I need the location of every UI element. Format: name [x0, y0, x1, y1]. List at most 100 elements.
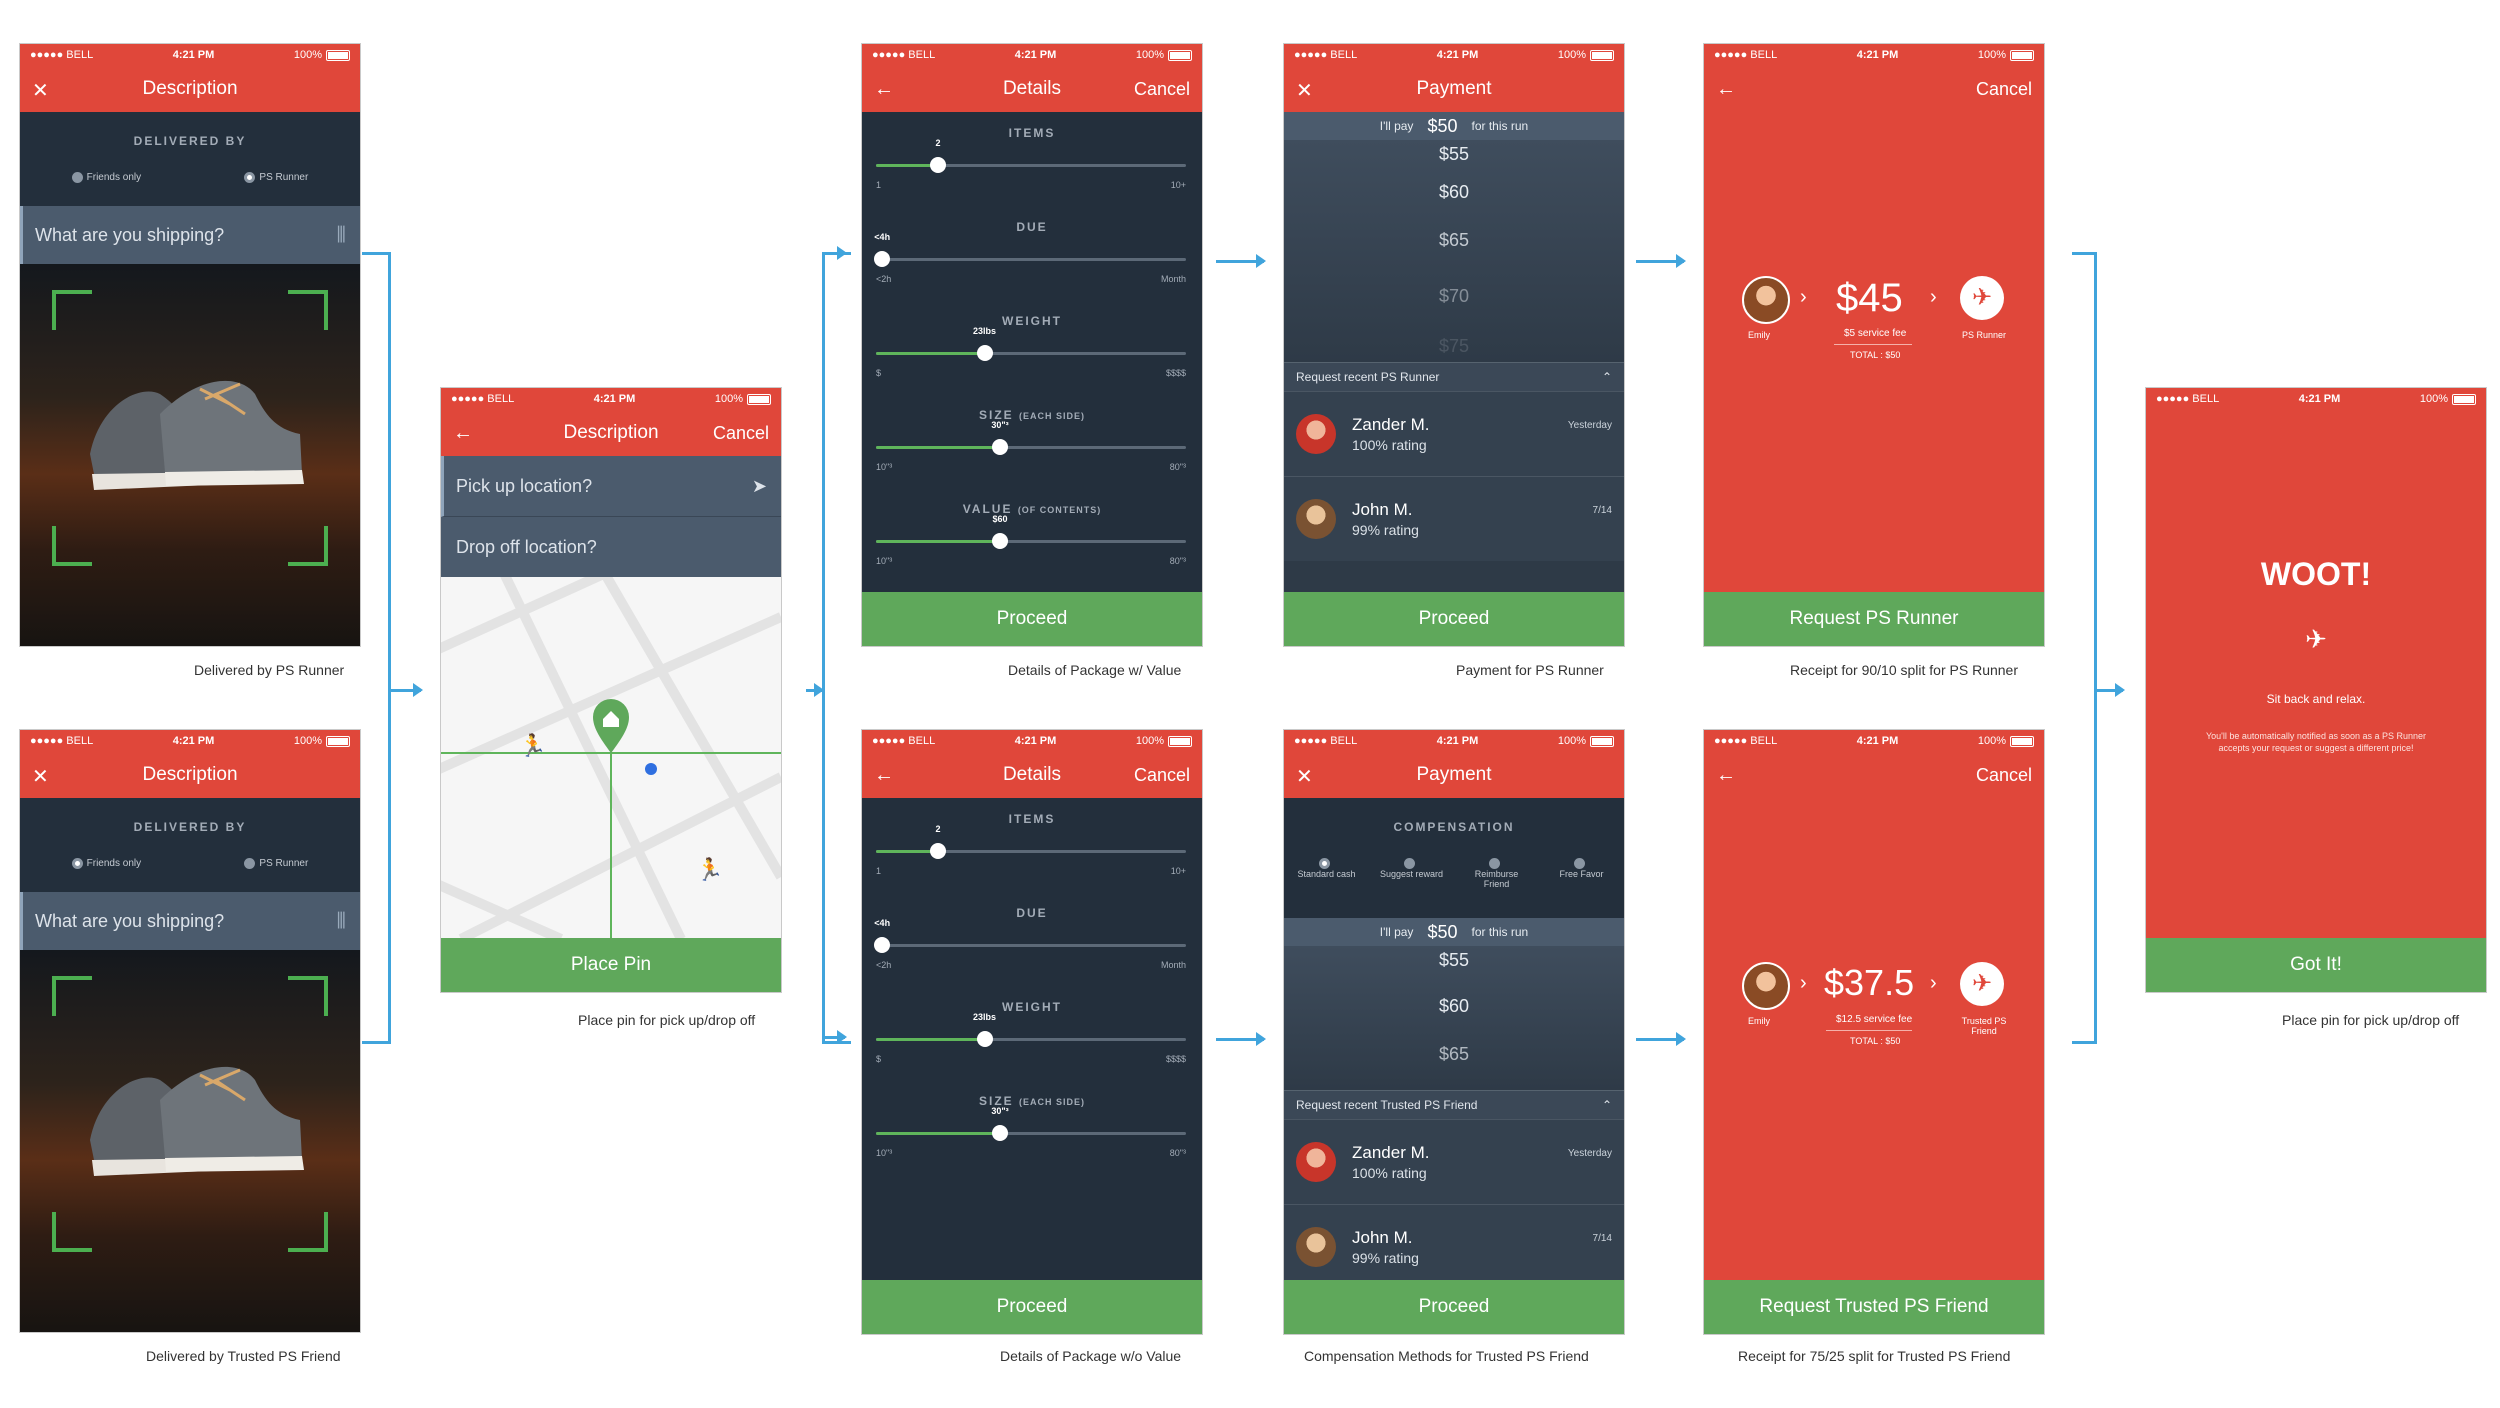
back-arrow-icon[interactable]: ← [1716, 78, 1736, 100]
cancel-button[interactable]: Cancel [1133, 79, 1190, 99]
recent-person-row[interactable]: John M.99% rating 7/14 [1284, 476, 1624, 561]
radio-ps-runner[interactable]: PS Runner [244, 858, 308, 869]
recent-person-row[interactable]: John M.99% rating 7/14 [1284, 1204, 1624, 1289]
chevron-up-icon[interactable]: ⌃ [1601, 1098, 1612, 1112]
slider-fill [876, 1038, 985, 1041]
back-arrow-icon[interactable]: ← [874, 764, 894, 786]
slider-knob[interactable] [874, 937, 891, 953]
cancel-button[interactable]: Cancel [1975, 79, 2032, 99]
radio-off-icon [1574, 858, 1585, 870]
recent-person-row[interactable]: Zander M.100% rating Yesterday [1284, 1119, 1624, 1204]
amount-picker[interactable]: $55 $60 $65 $70 $75 [1284, 140, 1624, 362]
amount-option[interactable]: $55 [1438, 144, 1470, 164]
slider-sublabel: (EACH SIDE) [1019, 411, 1086, 421]
amount-picker[interactable]: $55 $60 $65 [1284, 946, 1624, 1090]
slider-track[interactable]: 30"³ [876, 1106, 1186, 1141]
slider-knob[interactable] [976, 345, 993, 361]
close-icon[interactable]: ✕ [1296, 80, 1313, 102]
amount-option[interactable]: $55 [1438, 950, 1470, 970]
slider-track[interactable]: $60 [876, 514, 1186, 549]
recent-runners-header[interactable]: Request recent PS Runner ⌃ [1284, 362, 1624, 391]
compensation-option[interactable]: Standard cash [1292, 858, 1362, 889]
cancel-button[interactable]: Cancel [1133, 765, 1190, 785]
amount-option[interactable]: $70 [1438, 286, 1470, 306]
camera-viewfinder[interactable] [20, 950, 360, 1332]
request-ps-runner-button[interactable]: Request PS Runner [1704, 592, 2044, 646]
slider-track[interactable]: 23lbs [876, 1012, 1186, 1047]
back-arrow-icon[interactable]: ← [874, 78, 894, 100]
slider-min: 10"³ [876, 556, 893, 566]
cancel-button[interactable]: Cancel [712, 423, 769, 443]
got-it-button[interactable]: Got It! [2146, 938, 2486, 992]
proceed-button[interactable]: Proceed [1284, 592, 1624, 646]
amount-option[interactable]: $60 [1438, 996, 1470, 1016]
radio-friends-only[interactable]: Friends only [71, 858, 141, 869]
barcode-icon[interactable]: ⦀ [336, 222, 346, 247]
compensation-option[interactable]: Suggest reward [1377, 858, 1447, 889]
pickup-input[interactable]: Pick up location? ➤ [441, 456, 781, 517]
amount-option[interactable]: $60 [1438, 182, 1470, 202]
amount-option[interactable]: $65 [1438, 1044, 1470, 1064]
back-arrow-icon[interactable]: ← [453, 422, 473, 444]
slider-knob[interactable] [992, 1125, 1008, 1141]
camera-viewfinder[interactable] [20, 264, 360, 646]
request-trusted-friend-button[interactable]: Request Trusted PS Friend [1704, 1280, 2044, 1334]
slider-track[interactable]: 30"³ [876, 420, 1186, 455]
chevron-right-icon: › [1930, 286, 1937, 308]
close-icon[interactable]: ✕ [32, 766, 49, 788]
radio-on-icon [1319, 858, 1330, 870]
battery-icon [1168, 735, 1192, 747]
radio-friends-only[interactable]: Friends only [71, 172, 141, 183]
radio-ps-runner[interactable]: PS Runner [244, 172, 308, 183]
weight-slider[interactable]: WEIGHT 23lbs $$$$$ [862, 986, 1202, 1080]
slider-track[interactable]: <4h [874, 232, 1186, 267]
slider-track[interactable]: 2 [876, 138, 1186, 173]
slider-track[interactable]: 2 [876, 824, 1186, 859]
slider-knob[interactable] [930, 843, 946, 859]
recent-friends-header[interactable]: Request recent Trusted PS Friend ⌃ [1284, 1090, 1624, 1119]
map-view[interactable]: 🏃 🏃 [441, 577, 781, 939]
dropoff-placeholder: Drop off location? [456, 536, 597, 557]
cancel-button[interactable]: Cancel [1975, 765, 2032, 785]
slider-knob[interactable] [930, 157, 946, 173]
home-icon [603, 711, 619, 727]
proceed-button[interactable]: Proceed [862, 1280, 1202, 1334]
nav-bar: ← Details Cancel [862, 752, 1202, 798]
slider-track[interactable]: <4h [874, 918, 1186, 953]
receiver-name: Trusted PS Friend [1961, 1016, 2007, 1036]
slider-knob[interactable] [992, 439, 1008, 455]
back-arrow-icon[interactable]: ← [1716, 764, 1736, 786]
place-pin-button[interactable]: Place Pin [441, 938, 781, 992]
chevron-up-icon[interactable]: ⌃ [1601, 370, 1612, 384]
amount-option[interactable]: $65 [1438, 230, 1470, 250]
barcode-icon[interactable]: ⦀ [336, 908, 346, 933]
compensation-option[interactable]: Reimburse Friend [1462, 858, 1532, 889]
amount-option[interactable]: $75 [1438, 336, 1470, 356]
recent-person-row[interactable]: Zander M.100% rating Yesterday [1284, 391, 1624, 476]
dropoff-input[interactable]: Drop off location? [441, 517, 781, 577]
shipping-input[interactable]: What are you shipping? ⦀ [20, 206, 360, 264]
slider-knob[interactable] [874, 251, 891, 267]
compensation-option[interactable]: Free Favor [1547, 858, 1617, 889]
close-icon[interactable]: ✕ [32, 80, 49, 102]
weight-slider[interactable]: WEIGHT 23lbs $$$$$ [862, 300, 1202, 394]
slider-knob[interactable] [976, 1031, 993, 1047]
slider-track[interactable]: 23lbs [876, 326, 1186, 361]
proceed-button[interactable]: Proceed [862, 592, 1202, 646]
notification-text: You'll be automatically notified as soon… [2205, 731, 2427, 753]
proceed-button[interactable]: Proceed [1284, 1280, 1624, 1334]
nav-title: Details [1002, 764, 1062, 785]
slider-knob[interactable] [992, 533, 1008, 549]
location-arrow-icon[interactable]: ➤ [751, 475, 767, 496]
shipping-input[interactable]: What are you shipping? ⦀ [20, 892, 360, 950]
slider-value: 2 [935, 138, 941, 148]
close-icon[interactable]: ✕ [1296, 766, 1313, 788]
